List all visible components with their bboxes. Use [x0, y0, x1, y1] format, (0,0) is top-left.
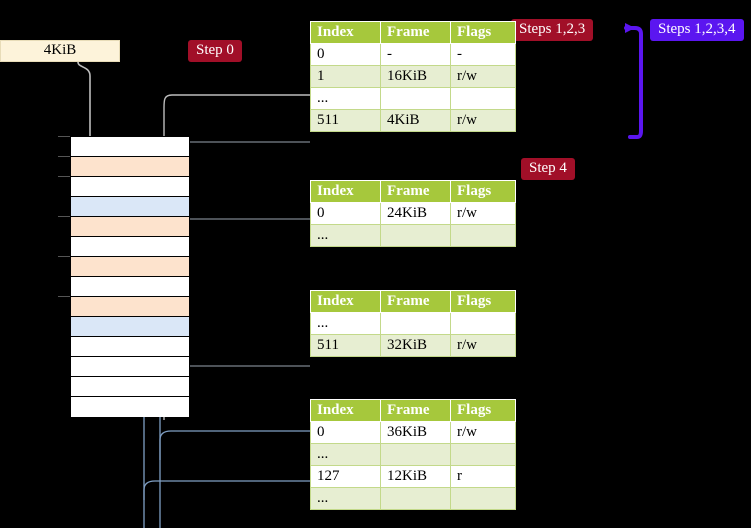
memory-frame-row: [71, 177, 189, 197]
cell-frame: [380, 443, 451, 466]
cell-frame: 16KiB: [380, 65, 451, 88]
column-header-index: Index: [310, 21, 381, 44]
badge-steps-1234: Steps 1,2,3,4: [650, 19, 744, 42]
memory-frame-row: [71, 217, 189, 237]
memory-frame-row: [71, 277, 189, 297]
column-header-flags: Flags: [450, 290, 516, 313]
cell-index: 511: [310, 109, 381, 132]
cell-flags: [450, 312, 516, 335]
column-header-frame: Frame: [380, 399, 451, 422]
cell-index: ...: [310, 312, 381, 335]
cell-flags: [450, 224, 516, 247]
column-header-index: Index: [310, 180, 381, 203]
table-row: 0--: [310, 43, 516, 66]
cell-frame: 36KiB: [380, 421, 451, 444]
memory-frame-row: [71, 317, 189, 337]
cell-frame: 24KiB: [380, 202, 451, 225]
physical-memory-column: [70, 136, 190, 417]
cell-frame: 4KiB: [380, 109, 451, 132]
column-header-index: Index: [310, 290, 381, 313]
cell-index: ...: [310, 224, 381, 247]
memory-frame-tick: [58, 176, 70, 177]
memory-frame-row: [71, 297, 189, 317]
memory-frame-tick: [58, 216, 70, 217]
badge-steps-1234-label: Steps 1,2,3,4: [658, 21, 736, 37]
memory-frame-row: [71, 237, 189, 257]
table-row: ...: [310, 443, 516, 466]
memory-frame-tick: [58, 296, 70, 297]
cell-index: 0: [310, 202, 381, 225]
bracket-steps-1234: [624, 23, 643, 139]
cell-flags: [450, 443, 516, 466]
column-header-flags: Flags: [450, 21, 516, 44]
memory-frame-tick: [58, 136, 70, 137]
cell-flags: r/w: [450, 202, 516, 225]
badge-step-4-label: Step 4: [529, 160, 567, 176]
cell-frame: 12KiB: [380, 465, 451, 488]
table-row: ...: [310, 87, 516, 110]
memory-frame-row: [71, 137, 189, 157]
memory-frame-row: [71, 157, 189, 177]
column-header-frame: Frame: [380, 21, 451, 44]
table-row: ...: [310, 487, 516, 510]
cell-flags: r/w: [450, 334, 516, 357]
cell-index: ...: [310, 487, 381, 510]
memory-frame-row: [71, 397, 189, 417]
cell-flags: -: [450, 43, 516, 66]
column-header-index: Index: [310, 399, 381, 422]
wire-table2-to-memory: [172, 304, 310, 367]
column-header-frame: Frame: [380, 290, 451, 313]
column-header-flags: Flags: [450, 399, 516, 422]
cell-frame: 32KiB: [380, 334, 451, 357]
memory-frame-row: [71, 337, 189, 357]
memory-frame-row: [71, 377, 189, 397]
cell-flags: r/w: [450, 421, 516, 444]
badge-steps-123-label: Steps 1,2,3: [519, 21, 586, 37]
badge-step-0: Step 0: [188, 40, 242, 63]
cell-index: 511: [310, 334, 381, 357]
cell-frame: [380, 487, 451, 510]
source-frame-box: 4KiB: [0, 40, 120, 62]
table-row: ...: [310, 224, 516, 247]
cell-flags: [450, 87, 516, 110]
badge-steps-123: Steps 1,2,3: [511, 19, 594, 42]
table-row: ...: [310, 312, 516, 335]
column-header-flags: Flags: [450, 180, 516, 203]
memory-frame-row: [71, 197, 189, 217]
memory-frame-row: [71, 357, 189, 377]
cell-frame: [380, 312, 451, 335]
cell-index: 0: [310, 43, 381, 66]
memory-frame-row: [71, 257, 189, 277]
column-header-frame: Frame: [380, 180, 451, 203]
cell-index: ...: [310, 87, 381, 110]
memory-frame-tick: [58, 256, 70, 257]
cell-flags: r: [450, 465, 516, 488]
cell-flags: [450, 487, 516, 510]
badge-step-4: Step 4: [521, 158, 575, 181]
cell-flags: r/w: [450, 109, 516, 132]
cell-flags: r/w: [450, 65, 516, 88]
wire-table1-to-memory: [177, 218, 310, 266]
cell-index: 127: [310, 465, 381, 488]
cell-frame: [380, 224, 451, 247]
memory-frame-tick: [58, 156, 70, 157]
cell-index: 0: [310, 421, 381, 444]
cell-frame: [380, 87, 451, 110]
cell-frame: -: [380, 43, 451, 66]
source-frame-label: 4KiB: [43, 42, 77, 58]
cell-index: 1: [310, 65, 381, 88]
cell-index: ...: [310, 443, 381, 466]
badge-step-0-label: Step 0: [196, 42, 234, 58]
